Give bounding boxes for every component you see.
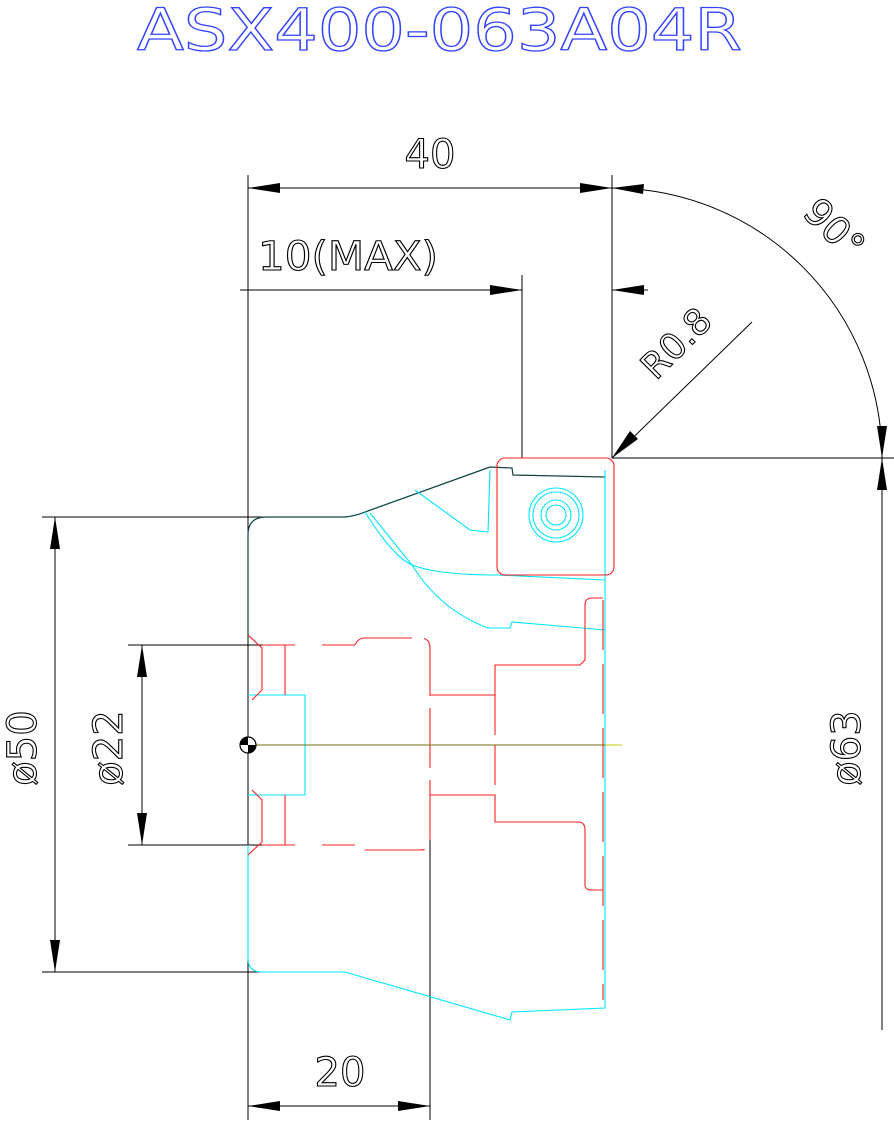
center-mark-icon xyxy=(239,736,257,754)
radius-label: R0.8 xyxy=(633,300,720,387)
dimension-20-label: 20 xyxy=(315,1050,366,1096)
dimension-40-label: 40 xyxy=(405,132,456,178)
dimension-20: 20 xyxy=(247,760,431,1120)
d63-label: ø63 xyxy=(824,710,870,785)
insert-screw-icon xyxy=(528,487,584,543)
dimension-d50: ø50 xyxy=(0,516,262,973)
drawing-title: ASX400-063A04R xyxy=(137,0,742,64)
dimension-angle: 90° xyxy=(611,184,887,459)
d50-label: ø50 xyxy=(0,710,46,785)
dimension-10max-label: 10(MAX) xyxy=(258,234,438,280)
tool-body xyxy=(247,466,606,1021)
angle-label: 90° xyxy=(795,189,874,268)
dimension-d63: ø63 xyxy=(612,457,894,1030)
d22-label: ø22 xyxy=(86,710,132,785)
insert-and-hidden-lines xyxy=(247,457,615,1000)
dimension-radius: R0.8 xyxy=(611,300,753,459)
dimension-40: 40 xyxy=(247,131,613,760)
dimension-10max: 10(MAX) xyxy=(240,233,648,458)
